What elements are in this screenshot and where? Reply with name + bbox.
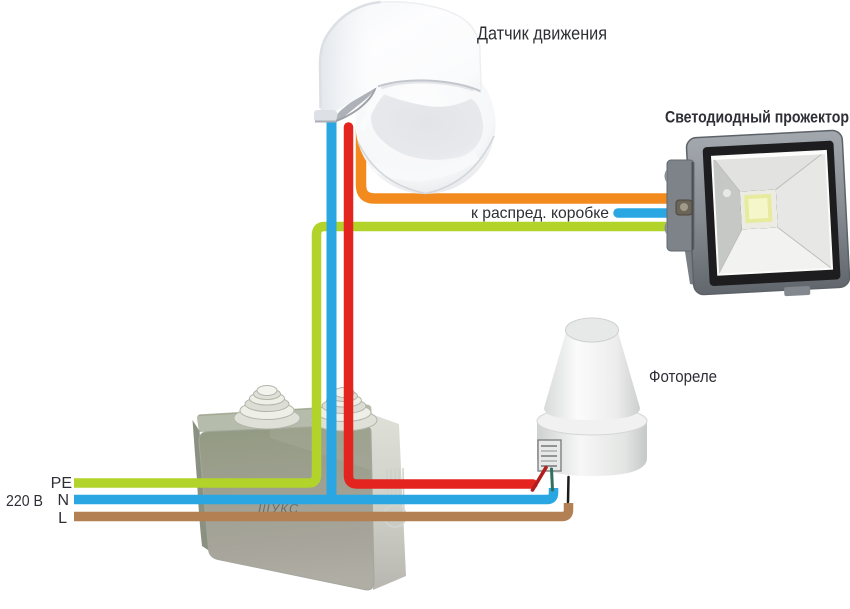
- svg-text:PE: PE: [51, 475, 72, 492]
- svg-text:Датчик движения: Датчик движения: [477, 24, 607, 44]
- svg-text:Фотореле: Фотореле: [649, 367, 717, 386]
- svg-text:к распред. коробке: к распред. коробке: [471, 205, 609, 222]
- svg-text:220 В: 220 В: [6, 493, 43, 510]
- svg-text:L: L: [58, 510, 67, 527]
- svg-text:N: N: [57, 492, 69, 509]
- svg-text:Светодиодный прожектор: Светодиодный прожектор: [665, 108, 849, 127]
